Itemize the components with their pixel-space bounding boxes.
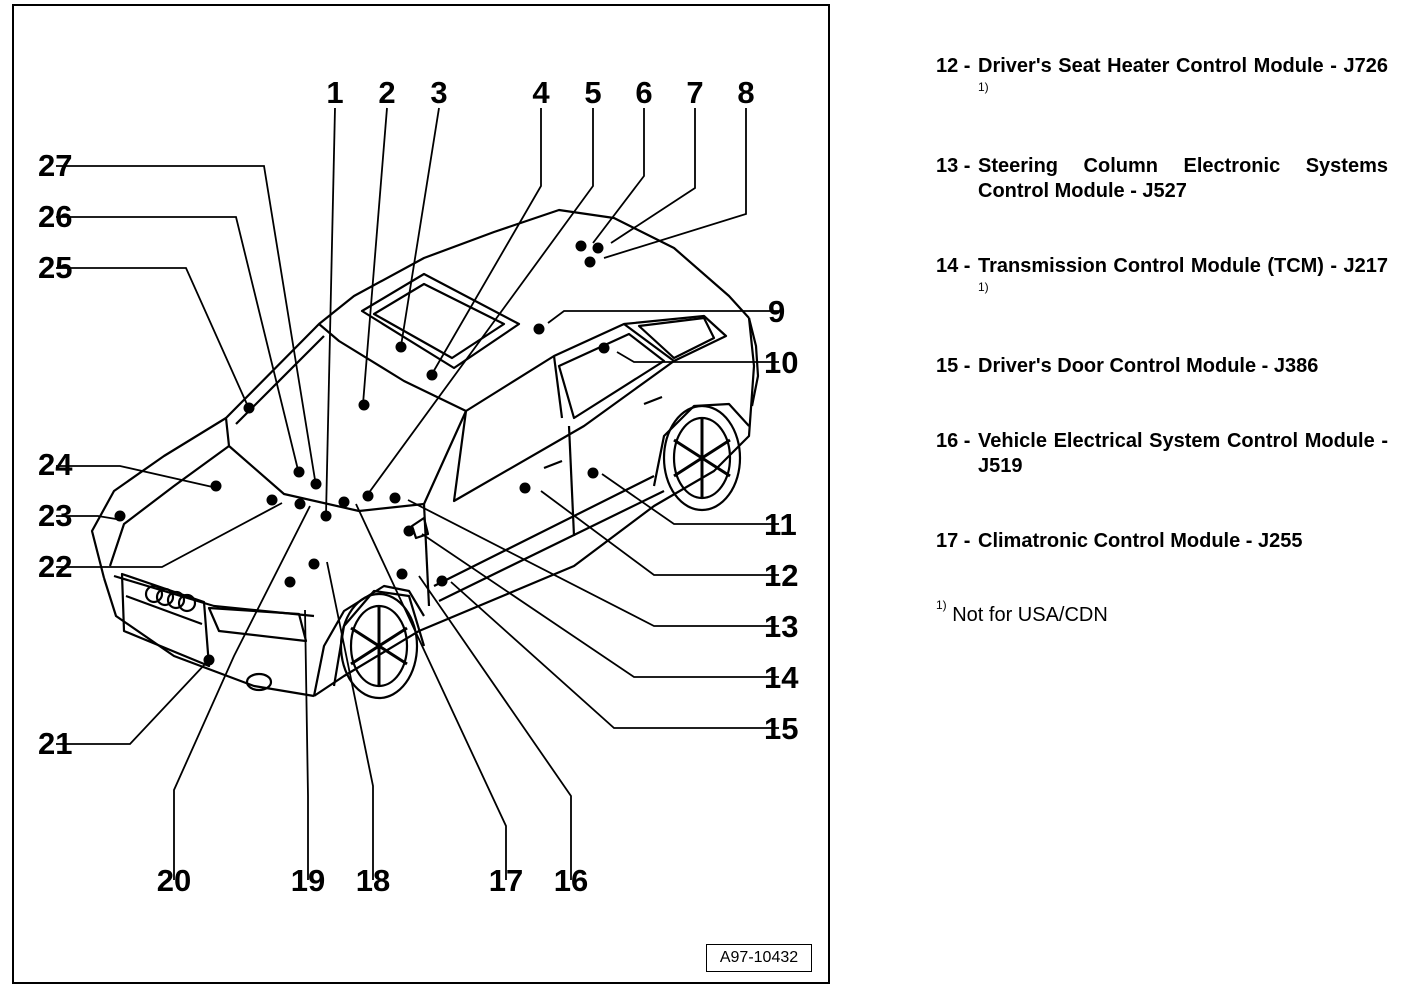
callout-4: 4 [532,75,550,110]
callout-19: 19 [291,863,325,898]
wheel-spokes [350,418,731,686]
legend-text: Transmission Control Module (TCM) - J217… [978,255,1388,294]
legend-text: Steering Column Electronic Systems Contr… [978,155,1388,202]
callout-21: 21 [38,726,72,761]
legend-text: Vehicle Electrical System Control Module… [978,430,1388,477]
callout-25: 25 [38,250,72,285]
callout-24: 24 [38,447,73,482]
callout-13: 13 [764,609,798,644]
callout-9: 9 [768,294,785,329]
callout-1: 1 [326,75,343,110]
callout-23: 23 [38,498,72,533]
legend-number: 16 - [936,430,971,452]
footnote-ref: 1) [978,80,989,94]
footnote: 1) Not for USA/CDN [936,598,1388,627]
legend-item-14: 14 - Transmission Control Module (TCM) -… [936,254,1388,304]
legend-item-15: 15 - Driver's Door Control Module - J386 [936,354,1388,379]
legend-number: 14 - [936,255,971,277]
callout-20: 20 [157,863,191,898]
callout-6: 6 [635,75,652,110]
legend-text: Climatronic Control Module - J255 [978,530,1303,552]
callout-22: 22 [38,549,72,584]
legend-number: 15 - [936,355,971,377]
footnote-ref: 1) [978,280,989,294]
leader-lines [56,107,779,880]
legend-list: 12 - Driver's Seat Heater Control Module… [936,54,1388,627]
callout-15: 15 [764,711,798,746]
legend-item-17: 17 - Climatronic Control Module - J255 [936,529,1388,554]
figure-reference-label: A97-10432 [706,944,812,972]
callout-14: 14 [764,660,799,695]
callout-27: 27 [38,148,72,183]
legend-number: 17 - [936,530,971,552]
callout-17: 17 [489,863,523,898]
legend-text: Driver's Door Control Module - J386 [978,355,1319,377]
legend-text: Driver's Seat Heater Control Module - J7… [978,55,1388,94]
callout-2: 2 [378,75,395,110]
car-outline [90,208,760,700]
diagram-figure: 1 2 3 4 5 6 7 8 9 10 11 12 13 14 15 16 1… [12,4,830,984]
callout-18: 18 [356,863,390,898]
footnote-text: Not for USA/CDN [952,604,1108,626]
legend-number: 13 - [936,155,971,177]
footnote-mark: 1) [936,598,947,612]
callout-12: 12 [764,558,798,593]
callout-7: 7 [686,75,703,110]
callout-5: 5 [584,75,601,110]
car-diagram: 1 2 3 4 5 6 7 8 9 10 11 12 13 14 15 16 1… [38,75,799,898]
component-dots [114,240,610,666]
legend-number: 12 - [936,55,971,77]
legend-item-12: 12 - Driver's Seat Heater Control Module… [936,54,1388,104]
callout-10: 10 [764,345,798,380]
callout-16: 16 [554,863,588,898]
callout-8: 8 [737,75,754,110]
callout-26: 26 [38,199,72,234]
callout-numbers: 1 2 3 4 5 6 7 8 9 10 11 12 13 14 15 16 1… [38,75,799,898]
callout-11: 11 [764,507,797,542]
callout-3: 3 [430,75,447,110]
legend-item-16: 16 - Vehicle Electrical System Control M… [936,429,1388,479]
legend-item-13: 13 - Steering Column Electronic Systems … [936,154,1388,204]
